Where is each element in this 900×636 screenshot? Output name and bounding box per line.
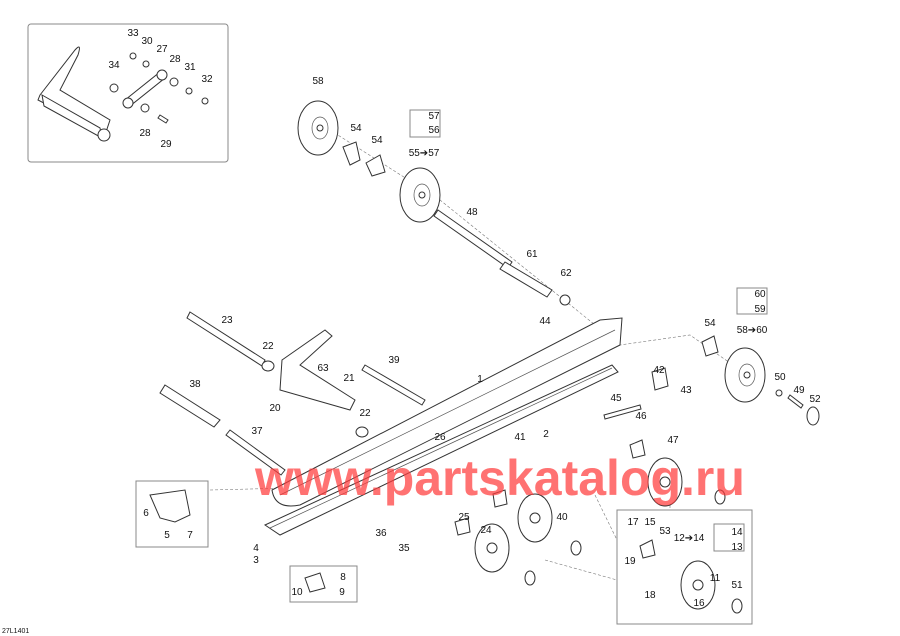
callout-8: 8 xyxy=(340,572,346,583)
callout-54: 54 xyxy=(350,123,362,134)
callout-15: 15 xyxy=(644,517,656,528)
callout-36: 36 xyxy=(375,528,387,539)
callout-6: 6 xyxy=(143,508,149,519)
callout-44: 44 xyxy=(539,316,551,327)
callout-49: 49 xyxy=(793,385,805,396)
callout-16: 16 xyxy=(693,598,705,609)
callout-34: 34 xyxy=(108,60,120,71)
callout-10: 10 xyxy=(291,587,303,598)
callout-50: 50 xyxy=(774,372,786,383)
callout-13: 13 xyxy=(731,542,743,553)
inset-frame-stopper xyxy=(289,565,358,603)
callout-17: 17 xyxy=(627,517,639,528)
callout-12-14: 12➔14 xyxy=(674,533,705,544)
callout-24: 24 xyxy=(480,525,492,536)
callout-28: 28 xyxy=(139,128,151,139)
callout-26: 26 xyxy=(434,432,446,443)
callout-18: 18 xyxy=(644,590,656,601)
callout-11: 11 xyxy=(710,573,721,584)
callout-20: 20 xyxy=(269,403,281,414)
callout-59: 59 xyxy=(754,304,766,315)
callout-53: 53 xyxy=(659,526,671,537)
callout-22: 22 xyxy=(262,341,274,352)
callout-41: 41 xyxy=(514,432,526,443)
cross-shafts xyxy=(159,311,426,476)
callout-28: 28 xyxy=(169,54,181,65)
callout-45: 45 xyxy=(610,393,622,404)
kit-box-14-13 xyxy=(713,523,745,552)
callout-37: 37 xyxy=(251,426,263,437)
callout-63: 63 xyxy=(317,363,329,374)
callout-1: 1 xyxy=(477,374,483,385)
idler-wheels-upper xyxy=(297,100,820,426)
callout-58-60: 58➔60 xyxy=(737,325,768,336)
kit-box-60-59 xyxy=(736,287,768,315)
callout-3: 3 xyxy=(253,555,259,566)
callout-48: 48 xyxy=(466,207,478,218)
callout-60: 60 xyxy=(754,289,766,300)
callout-55-57: 55➔57 xyxy=(409,148,440,159)
inset-frame-bracket xyxy=(135,480,209,548)
callout-22: 22 xyxy=(359,408,371,419)
callout-labels: 333027342831322829585454575655➔574861622… xyxy=(108,28,821,609)
callout-52: 52 xyxy=(809,394,821,405)
callout-62: 62 xyxy=(560,268,572,279)
callout-46: 46 xyxy=(635,411,647,422)
callout-38: 38 xyxy=(189,379,201,390)
callout-14: 14 xyxy=(731,527,743,538)
callout-25: 25 xyxy=(458,512,470,523)
callout-42: 42 xyxy=(653,365,665,376)
linkage-arm xyxy=(37,46,209,142)
callout-30: 30 xyxy=(141,36,153,47)
callout-5: 5 xyxy=(164,530,170,541)
callout-56: 56 xyxy=(428,125,440,136)
assembly-line xyxy=(209,487,671,581)
callout-47: 47 xyxy=(667,435,679,446)
callout-54: 54 xyxy=(371,135,383,146)
callout-43: 43 xyxy=(680,385,692,396)
inset-frame-linkage xyxy=(27,23,229,163)
callout-32: 32 xyxy=(201,74,213,85)
callout-54: 54 xyxy=(704,318,716,329)
callout-40: 40 xyxy=(556,512,568,523)
wheels-lower xyxy=(149,367,743,614)
callout-2: 2 xyxy=(543,429,549,440)
watermark: www.partskatalog.ru xyxy=(254,450,745,506)
callout-31: 31 xyxy=(184,62,196,73)
kit-box-57-56 xyxy=(409,109,441,138)
callout-51: 51 xyxy=(731,580,743,591)
callout-58: 58 xyxy=(312,76,324,87)
callout-4: 4 xyxy=(253,543,259,554)
callout-29: 29 xyxy=(160,139,172,150)
callout-23: 23 xyxy=(221,315,233,326)
callout-21: 21 xyxy=(343,373,355,384)
callout-9: 9 xyxy=(339,587,345,598)
callout-27: 27 xyxy=(156,44,168,55)
callout-57: 57 xyxy=(428,111,440,122)
callout-33: 33 xyxy=(127,28,139,39)
callout-39: 39 xyxy=(388,355,400,366)
drawing-code: 27L1401 xyxy=(2,628,29,635)
callout-19: 19 xyxy=(624,556,636,567)
callout-7: 7 xyxy=(187,530,193,541)
inset-frame-wheel xyxy=(616,509,753,625)
rails xyxy=(263,317,623,536)
callout-35: 35 xyxy=(398,543,410,554)
callout-61: 61 xyxy=(526,249,538,260)
